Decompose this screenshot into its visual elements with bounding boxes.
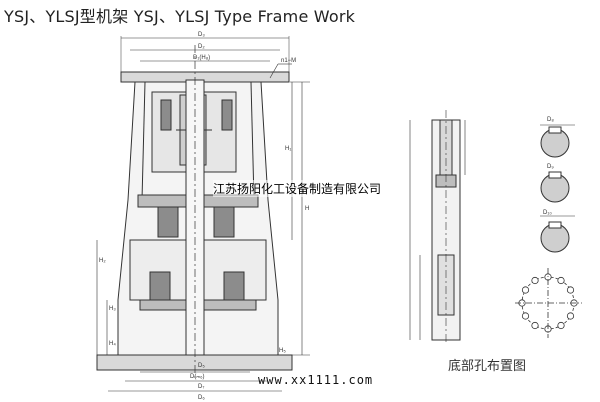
dim-h1-label: H₁ [285,146,291,152]
dim-d3-label: D₃ [198,32,205,38]
dim-d7-label: D₇ [198,384,204,390]
base-plate [96,354,293,371]
dim-d1-label: D₁(H₈) [193,55,210,61]
top-flange [120,71,290,83]
dim-n1m-label: n1−M [281,58,296,64]
dim-d8-label: D₈ [547,117,554,123]
dim-dm-label: D(ₘ₆) [190,374,205,380]
dim-h-label: H [305,206,309,212]
dim-h3-label: H₃ [109,306,116,312]
bolt-hole-pattern [515,268,582,338]
page-title: YSJ、YLSJ型机架 YSJ、YLSJ Type Frame Work [4,7,356,26]
dim-d10-label: D₁₀ [543,210,552,216]
dim-d2-label: D₂ [198,44,205,50]
company-watermark: 江苏扬阳化工设备制造有限公司 [213,180,382,197]
dim-h5-label: H₅ [279,348,286,354]
dim-h4-label: H₄ [109,341,116,347]
dim-d9-label: D₉ [547,164,554,170]
dim-d5-label: D₅ [198,363,205,369]
dim-d6-label: D₆ [198,395,205,401]
bolt-hole-caption: 底部孔布置图 [448,359,527,374]
site-url: www.xx1111.com [258,373,374,387]
dim-h2-label: H₂ [99,258,106,264]
